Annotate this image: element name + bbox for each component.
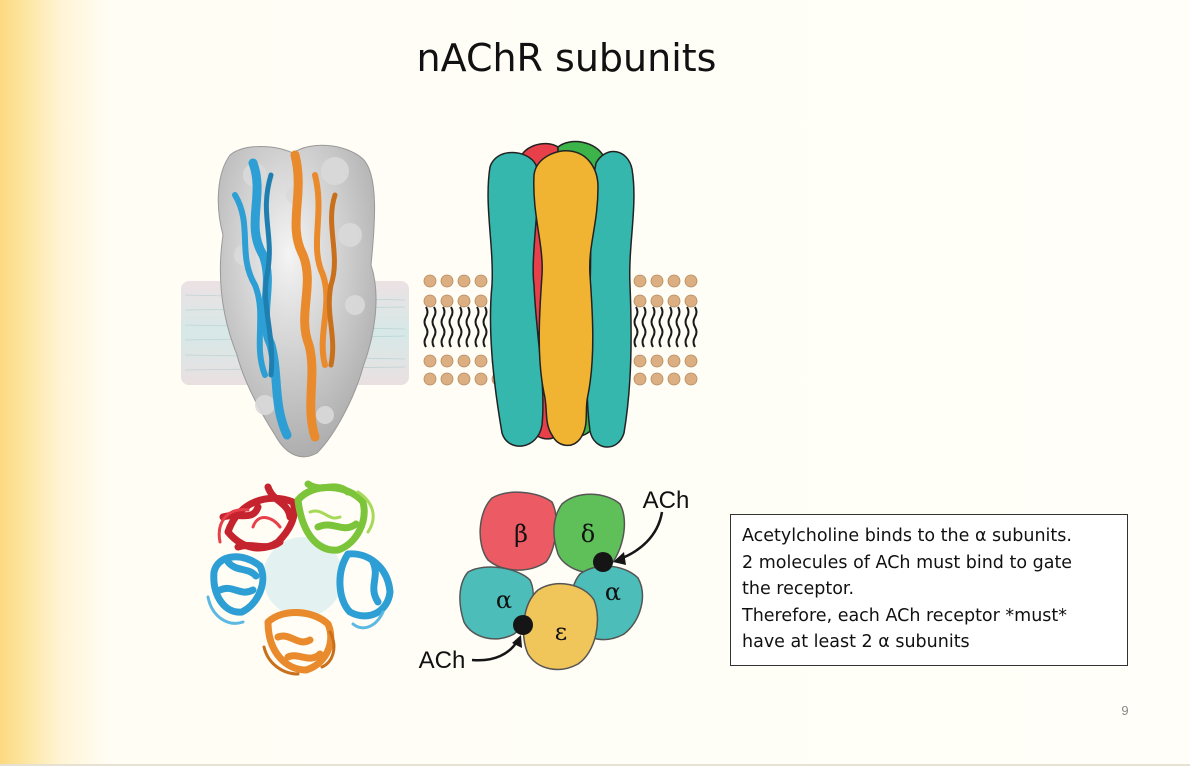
explanation-line: Therefore, each ACh receptor *must* [742, 605, 1068, 626]
ach-arrow-bottom [471, 639, 520, 662]
epsilon-label: ε [555, 618, 567, 646]
orange-subunit-center [533, 149, 599, 447]
explanation-line: 2 molecules of ACh must bind to gate [742, 552, 1073, 573]
ach-arrowhead-bottom [512, 635, 522, 648]
receptor-top-view-ribbon-image [206, 480, 394, 676]
explanation-line: Acetylcholine binds to the α subunits. [742, 526, 1072, 546]
page-number: 9 [1121, 703, 1129, 718]
slide-title: nAChR subunits [416, 36, 717, 80]
alpha-right-label: α [605, 578, 621, 606]
slide-bottom-divider [0, 764, 1190, 766]
ach-arrowhead-top [613, 552, 626, 565]
beta-subunit-shape [479, 491, 557, 571]
explanation-line: have at least 2 α subunits [742, 632, 970, 652]
explanation-line: the receptor. [742, 579, 855, 599]
receptor-side-view-structure-image [181, 144, 409, 458]
ach-label-top: ACh [643, 487, 690, 514]
receptor-membrane-schematic [423, 140, 698, 448]
delta-label: δ [581, 520, 595, 548]
ach-binding-site-bottom [513, 615, 533, 635]
explanation-text-box: Acetylcholine binds to the α subunits. 2… [730, 514, 1128, 666]
alpha-left-label: α [496, 586, 512, 614]
subunit-arrangement-diagram: β δ α α ε ACh ACh [419, 487, 690, 674]
ach-binding-site-top [593, 552, 613, 572]
beta-label: β [514, 520, 528, 548]
ach-label-bottom: ACh [419, 647, 466, 674]
